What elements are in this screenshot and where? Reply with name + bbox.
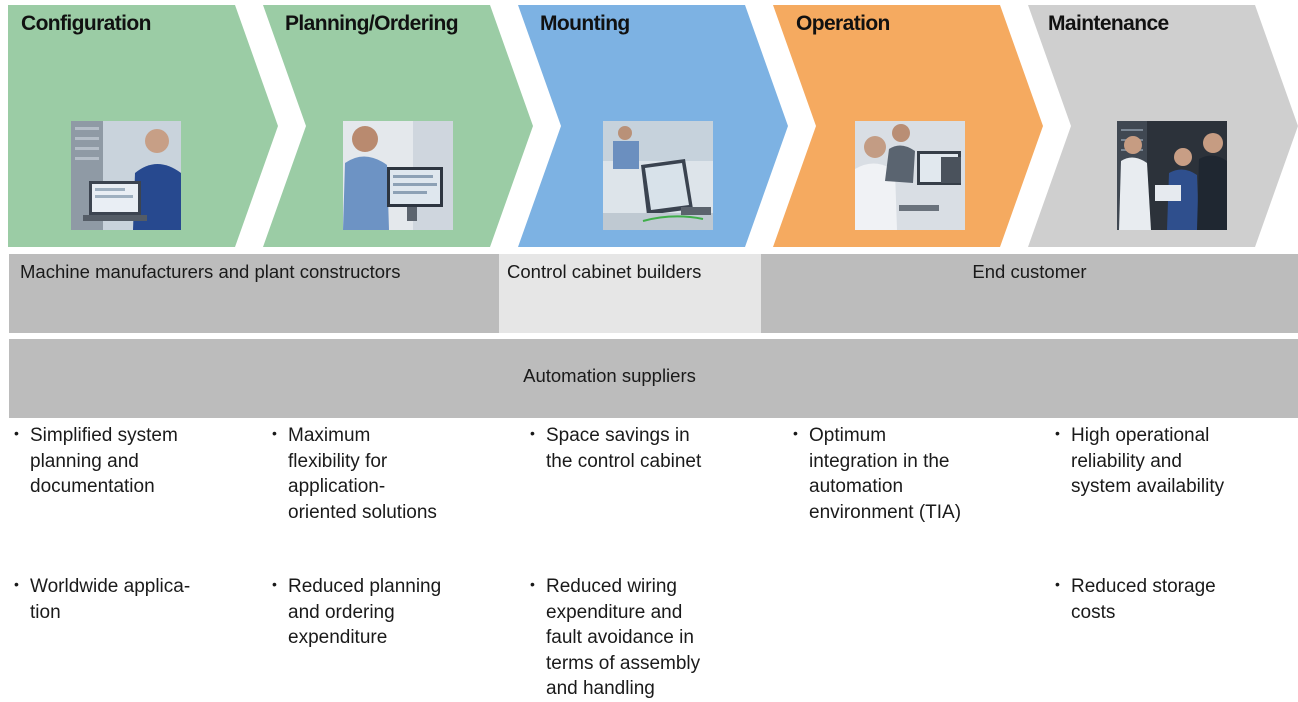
role-label-cabinet-builders: Control cabinet builders	[507, 261, 702, 282]
benefit-item: Worldwide applica- tion	[12, 572, 248, 625]
benefit-item: Reduced planning and ordering expenditur…	[270, 572, 506, 651]
engineer-at-laptop-photo	[71, 121, 181, 230]
band-automation-suppliers: Automation suppliers	[9, 339, 1298, 418]
phase-title-configuration: Configuration	[21, 12, 151, 35]
benefit-item: Maximum flexibility for application- ori…	[270, 421, 506, 525]
role-label-end-customer: End customer	[972, 261, 1087, 282]
phase-title-maintenance: Maintenance	[1048, 12, 1169, 35]
phase-title-mounting: Mounting	[540, 12, 630, 35]
band-machine-manufacturers: Machine manufacturers and plant construc…	[9, 254, 499, 333]
benefit-item: Reduced storage costs	[1053, 572, 1289, 625]
phase-title-planning-ordering: Planning/Ordering	[285, 12, 459, 35]
benefit-item: Optimum integration in the automation en…	[791, 421, 1027, 525]
benefit-item: Space savings in the control cabinet	[528, 421, 764, 474]
operators-at-screens-photo	[855, 121, 965, 230]
benefit-item: Reduced wiring expenditure and fault avo…	[528, 572, 764, 702]
role-label-suppliers: Automation suppliers	[523, 365, 696, 386]
engineer-at-monitor-photo	[343, 121, 453, 230]
band-control-cabinet-builders: Control cabinet builders	[499, 254, 761, 333]
phase-title-operation: Operation	[796, 12, 890, 35]
role-label-manufacturers: Machine manufacturers and plant construc…	[20, 261, 401, 282]
benefit-item: Simplified system planning and documenta…	[12, 421, 248, 500]
control-panel-photo	[603, 121, 713, 230]
team-in-server-room-photo	[1117, 121, 1227, 230]
benefit-item: High operational reliability and system …	[1053, 421, 1289, 500]
band-end-customer: End customer	[761, 254, 1298, 333]
